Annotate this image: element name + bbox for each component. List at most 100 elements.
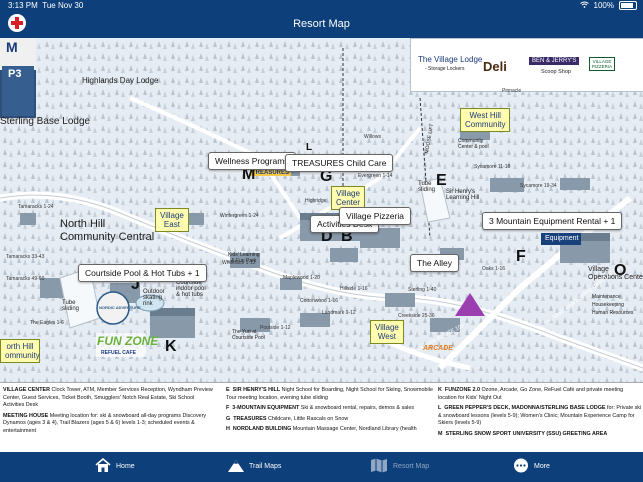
equipment-logo[interactable]: Equipment xyxy=(545,235,579,242)
condo-label: Hillside 1-16 xyxy=(340,286,368,292)
tab-label: Home xyxy=(116,463,135,470)
condo-label: Pinnacle xyxy=(502,88,522,94)
tab-label: Resort Map xyxy=(393,463,430,470)
condo-label: Landmark 1-12 xyxy=(322,310,356,316)
legend-column-1: VILLAGE CENTER Clock Tower, ATM, Member … xyxy=(3,387,215,438)
battery-icon xyxy=(619,1,637,10)
map-letter-k: K xyxy=(165,338,177,355)
legend-entry: MEETING HOUSE Meeting location for: ski … xyxy=(3,412,207,434)
funzone-logo[interactable]: FUN ZONE xyxy=(97,334,159,348)
condo-label: Sterling 1-40 xyxy=(408,287,437,293)
map-letter-f: F xyxy=(516,248,526,265)
condo-label: Whiteface 1-12 xyxy=(222,260,256,266)
legend-entry: G TREASURES Childcare, Little Rascals on… xyxy=(226,415,349,422)
deli-logo: Deli xyxy=(483,59,507,74)
condo-label: Highridge xyxy=(305,198,327,204)
village-west-sign[interactable]: Village West xyxy=(370,320,404,345)
resort-map[interactable]: P3 M Sterling Base Lodge Highlands Day L… xyxy=(0,38,643,382)
condo-label: Tamaracks 49-60 xyxy=(6,276,45,282)
legend-entry: L GREEN PEPPER'S DECK, MADONNA/STERLING … xyxy=(438,405,642,427)
tab-label: Trail Maps xyxy=(249,463,282,470)
village-lodge-sub-label: - Storage Lockers xyxy=(425,66,465,72)
more-icon xyxy=(513,458,529,475)
callout-the-alley[interactable]: The Alley xyxy=(410,254,459,272)
highlands-day-lodge-label: Highlands Day Lodge xyxy=(82,76,159,85)
outdoor-skating-label: Outdoor skating rink xyxy=(143,289,165,307)
map-letter-b: B xyxy=(341,228,353,245)
north-hill-community-central-label: North Hill Community Central xyxy=(60,218,155,244)
home-icon xyxy=(95,457,111,475)
map-letter-e: E xyxy=(436,172,447,189)
legend-column-3: K FUNZONE 2.0 Ozone, Arcade, Go Zone, Re… xyxy=(438,387,642,441)
village-east-sign[interactable]: Village East xyxy=(155,208,189,233)
tab-trail-maps[interactable]: Trail Maps xyxy=(228,458,281,475)
treasures-logo: TREASURES xyxy=(250,170,292,176)
condo-label: Sycamore 19-34 xyxy=(520,183,557,189)
west-hill-community-sign[interactable]: West Hill Community xyxy=(460,108,511,133)
operations-items-list: Maintenance Housekeeping Human Resources xyxy=(592,293,633,317)
legend-entry: M STERLING SNOW SPORT UNIVERSITY (SSU) G… xyxy=(438,430,608,437)
legend-entry: F 3-MOUNTAIN EQUIPMENT Ski & snowboard r… xyxy=(226,405,415,412)
north-hill-community-sign: orth Hill ommunity xyxy=(0,339,40,364)
map-letter-m-top: M xyxy=(6,39,18,55)
legend-entry: H NORDLAND BUILDING Mountain Massage Cen… xyxy=(226,426,417,433)
village-pizzeria-logo: VILLAGE PIZZERIA xyxy=(589,57,615,71)
village-center-sign[interactable]: Village Center xyxy=(331,186,366,211)
battery-percent: 100% xyxy=(593,1,614,10)
scoop-shop-label: Scoop Shop xyxy=(541,69,571,75)
ops-item: Maintenance xyxy=(592,294,621,300)
tab-more[interactable]: More xyxy=(513,458,550,475)
sterling-base-lodge-label: Sterling Base Lodge xyxy=(0,116,91,127)
condo-label: Wintergreen 1-24 xyxy=(220,213,259,219)
callout-treasures-child-care[interactable]: TREASURES Child Care xyxy=(285,154,394,172)
status-bar: 3:13 PM Tue Nov 30 100% xyxy=(0,0,643,12)
condo-label: Maplewood 1-20 xyxy=(283,275,320,281)
tab-bar: Home Trail Maps Resort Map More xyxy=(0,452,643,482)
map-letter-d: D xyxy=(321,228,333,245)
wifi-icon xyxy=(579,1,589,10)
tube-sliding-left-label: Tube sliding xyxy=(62,300,80,312)
callout-courtside-pool[interactable]: Courtside Pool & Hot Tubs + 1 xyxy=(78,264,207,282)
village-lodge-panel[interactable]: The Village Lodge - Storage Lockers Deli… xyxy=(410,38,643,92)
condo-label: Tamaracks 1-24 xyxy=(18,204,54,210)
condo-label: The Eagles 1-6 xyxy=(30,320,64,326)
tab-resort-map[interactable]: Resort Map xyxy=(370,458,429,475)
page-title: Resort Map xyxy=(293,18,350,30)
callout-equipment-rental[interactable]: 3 Mountain Equipment Rental + 1 xyxy=(482,212,623,230)
mountain-icon xyxy=(228,458,244,475)
legend-entry: E SIR HENRY'S HILL Night School for Boar… xyxy=(226,387,433,401)
map-icon xyxy=(370,458,388,475)
tab-label: More xyxy=(534,463,550,470)
callout-wellness-programs[interactable]: Wellness Programs xyxy=(208,152,296,170)
condo-label: Cottonwood 1-16 xyxy=(300,298,339,304)
map-letter-g: G xyxy=(320,168,333,185)
condo-label: Creekside 25-36 xyxy=(398,313,435,319)
condo-label: Poolside 1-12 xyxy=(260,325,291,331)
tab-home[interactable]: Home xyxy=(95,457,135,475)
yurt-label: The Yurt at Courtside Pool xyxy=(232,329,265,341)
condo-label: Tamaracks 33-43 xyxy=(6,254,45,260)
arcade-logo: ARCADE xyxy=(423,345,453,352)
condo-label: Sycamore 11-18 xyxy=(474,164,511,170)
red-cross-icon[interactable] xyxy=(8,14,26,32)
legend-entry: VILLAGE CENTER Clock Tower, ATM, Member … xyxy=(3,387,213,409)
ops-item: Housekeeping xyxy=(592,302,624,308)
legend-entry: K FUNZONE 2.0 Ozone, Arcade, Go Zone, Re… xyxy=(438,387,624,401)
ops-item: Human Resources xyxy=(592,310,634,316)
condo-label: Willows xyxy=(364,134,381,140)
tube-sliding-right-label: Tube sliding xyxy=(418,181,436,193)
kids-learning-label: Kids' Learning & Fun Park xyxy=(228,252,260,264)
callout-village-pizzeria[interactable]: Village Pizzeria xyxy=(339,207,411,225)
map-letter-j: J xyxy=(131,276,140,293)
map-letter-m: M xyxy=(242,166,256,183)
village-operations-center-label: Village Operations Center xyxy=(588,266,643,282)
map-legend: VILLAGE CENTER Clock Tower, ATM, Member … xyxy=(0,382,643,453)
refuel-cafe-logo: REFUEL CAFE xyxy=(101,350,136,356)
village-lodge-label: The Village Lodge xyxy=(418,55,483,64)
condo-label: Evergreen 1-14 xyxy=(358,173,393,179)
map-letter-l: L xyxy=(306,142,313,153)
west-hill-sub-label: Community Center & pool xyxy=(458,138,489,150)
nordic-adventure-logo: NORDIC ADVENTURE xyxy=(99,305,141,310)
condo-label: Oaks 1-16 xyxy=(482,266,506,272)
sir-henrys-hill-label: Sir Henry's Learning Hill xyxy=(446,189,480,201)
